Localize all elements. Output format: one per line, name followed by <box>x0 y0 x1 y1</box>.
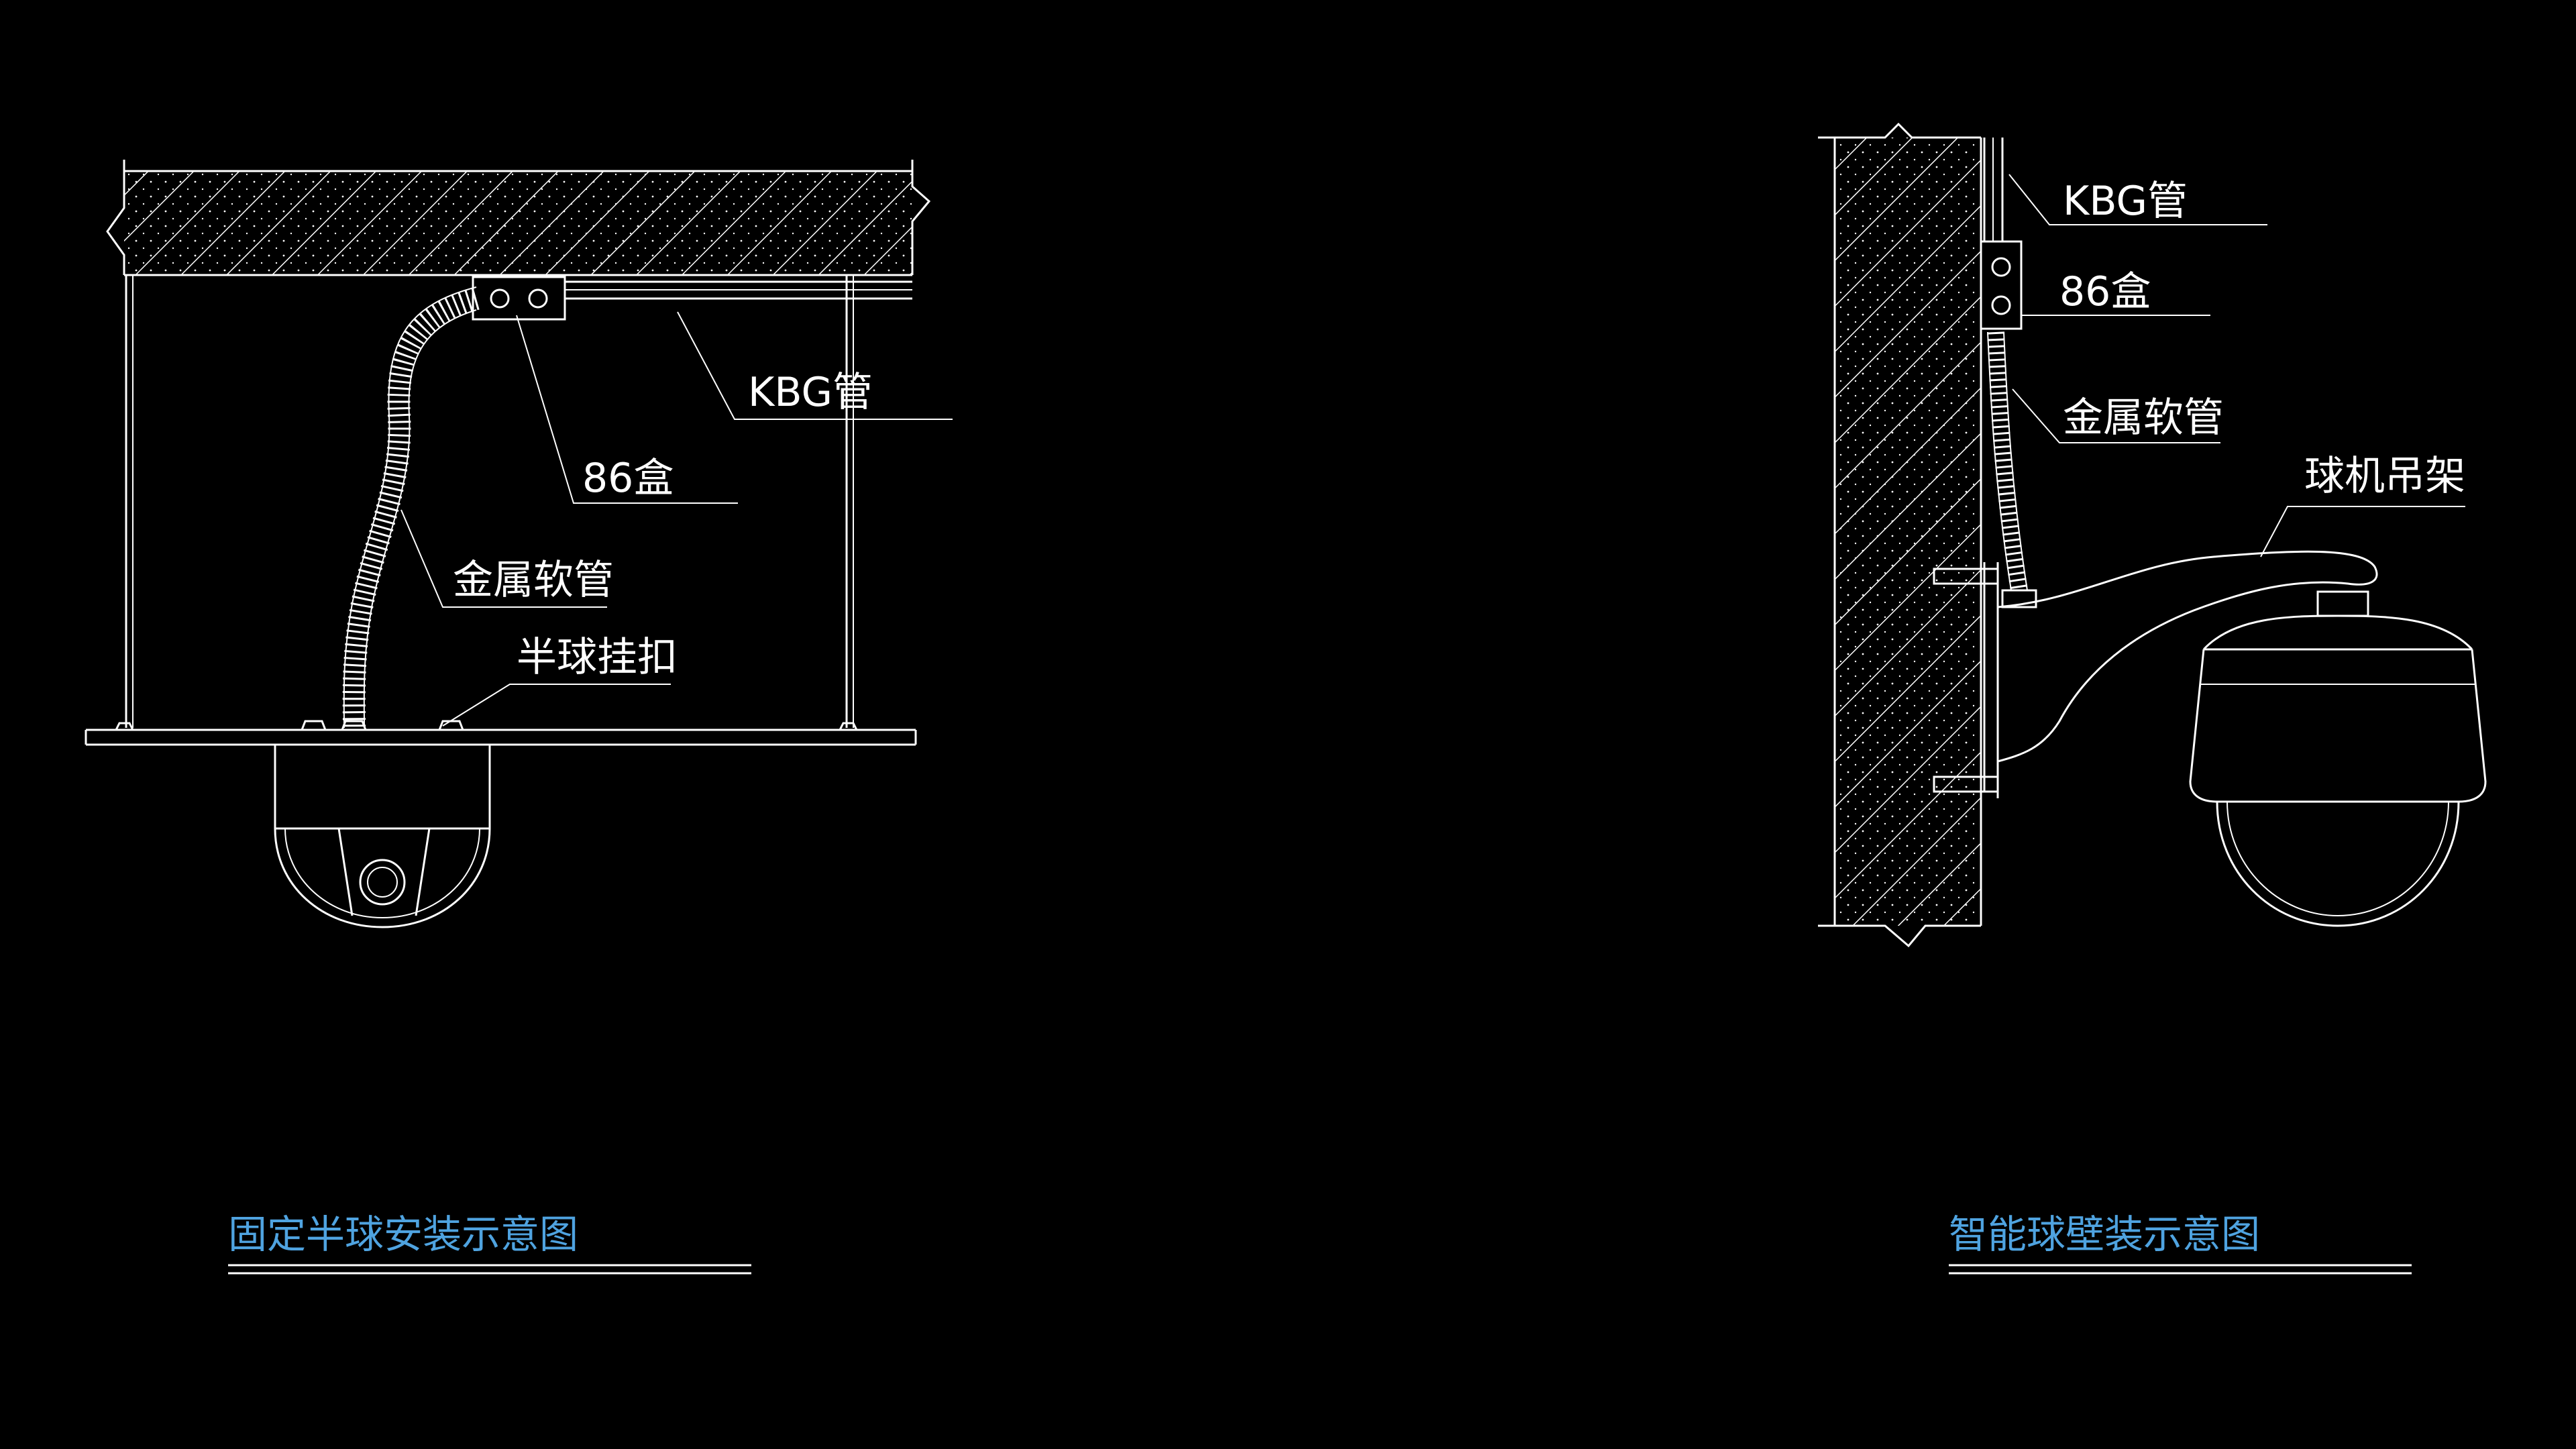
speed-dome-camera <box>2189 590 2487 927</box>
ceiling-slab <box>106 160 931 276</box>
box-86-left <box>472 276 566 321</box>
label-metal-hose-right: 金属软管 <box>2063 394 2224 441</box>
label-metal-hose-left: 金属软管 <box>453 557 614 604</box>
title-left: 固定半球安装示意图 <box>228 1212 578 1257</box>
leaders-right <box>2008 174 2465 557</box>
fixed-dome-camera <box>274 745 491 928</box>
ceiling-board <box>85 729 917 746</box>
label-kbg-pipe-right: KBG管 <box>2063 178 2188 225</box>
label-kbg-pipe-left: KBG管 <box>748 369 873 416</box>
label-dome-bracket: 球机吊架 <box>2304 453 2465 500</box>
wall <box>1818 122 1982 948</box>
kbg-pipe-vertical <box>1983 138 2004 241</box>
leaders-left <box>400 311 953 727</box>
title-right: 智能球壁装示意图 <box>1949 1212 2260 1257</box>
dome-bracket <box>1997 550 2378 763</box>
dome-clips <box>115 720 858 731</box>
label-box-86-right: 86盒 <box>2059 268 2151 315</box>
suspension-rods <box>125 275 854 728</box>
mounting-plate <box>1983 562 1999 792</box>
box-86-right <box>1980 240 2023 330</box>
label-box-86-left: 86盒 <box>582 455 674 502</box>
metal-hose-left <box>342 286 480 729</box>
ceiling-mount-diagram: KBG管 86盒 金属软管 半球挂扣 固定半球安装示意图 <box>85 160 953 1275</box>
kbg-pipe-horizontal <box>565 280 912 300</box>
metal-hose-right <box>1987 331 2037 608</box>
label-dome-clip: 半球挂扣 <box>517 634 678 681</box>
wall-mount-diagram: KBG管 86盒 金属软管 球机吊架 智能球壁装示意图 <box>1818 122 2487 1275</box>
